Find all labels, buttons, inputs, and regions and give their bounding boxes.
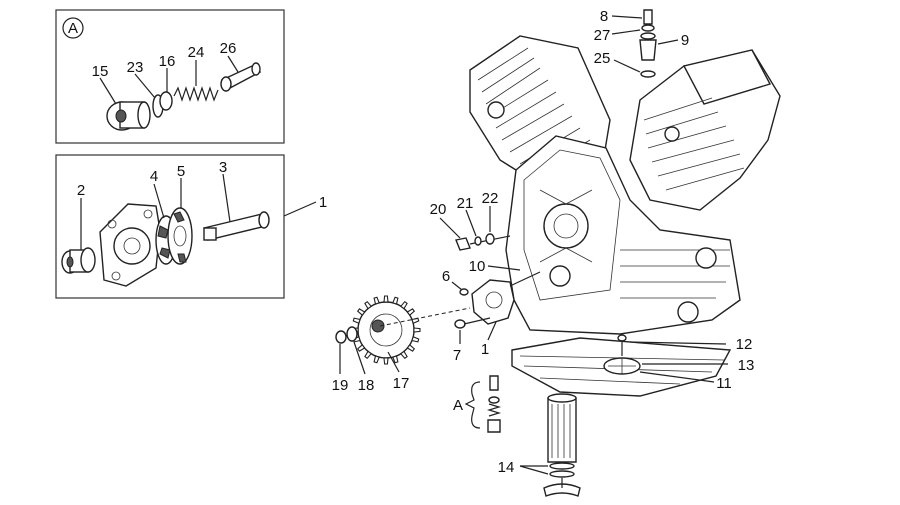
label-a-main: A xyxy=(453,397,463,414)
label-24: 24 xyxy=(188,44,205,61)
label-9: 9 xyxy=(681,32,689,49)
inset-a-badge xyxy=(62,17,84,39)
label-11: 11 xyxy=(716,375,732,392)
sump-parts-12-13 xyxy=(617,334,627,356)
drain-plug-set-a xyxy=(486,375,502,433)
gear-tooth xyxy=(373,355,380,364)
label-14: 14 xyxy=(498,459,515,476)
gear-tooth xyxy=(399,300,408,310)
gear-tooth xyxy=(356,343,366,352)
label-1-main: 1 xyxy=(481,341,489,358)
label-22: 22 xyxy=(482,190,499,207)
rotor-5 xyxy=(167,207,193,265)
plug-15 xyxy=(106,101,151,131)
label-19: 19 xyxy=(332,377,349,394)
gear-tooth xyxy=(399,350,408,360)
label-15: 15 xyxy=(92,63,109,80)
label-26: 26 xyxy=(220,40,237,57)
label-12: 12 xyxy=(736,336,753,353)
label-27: 27 xyxy=(594,27,611,44)
gear-tooth xyxy=(356,308,366,317)
inset-a-box: A 15 23 16 24 26 xyxy=(55,9,285,144)
ball-16 xyxy=(159,91,173,111)
label-4: 4 xyxy=(150,168,158,185)
gear-tooth xyxy=(413,327,421,333)
inset-pump-box: 2 4 5 3 xyxy=(55,154,285,299)
gear-tooth xyxy=(406,308,416,317)
label-20: 20 xyxy=(430,201,447,218)
label-10: 10 xyxy=(469,258,486,275)
screw-7 xyxy=(454,317,491,329)
gear-tooth xyxy=(406,343,416,352)
label-21: 21 xyxy=(457,195,474,212)
label-17: 17 xyxy=(393,375,410,392)
label-13: 13 xyxy=(738,357,755,374)
label-2: 2 xyxy=(77,182,85,199)
label-23: 23 xyxy=(127,59,144,76)
crankcase xyxy=(505,135,741,335)
screw-set-20-22 xyxy=(455,233,511,251)
gear-tooth xyxy=(383,357,389,365)
gear-tooth xyxy=(373,296,380,305)
shaft-3 xyxy=(203,211,270,241)
nut-19 xyxy=(335,330,347,344)
spring-24 xyxy=(173,86,219,102)
label-25: 25 xyxy=(594,50,611,67)
gear-tooth xyxy=(392,296,399,305)
gear-17 xyxy=(351,295,421,365)
label-6: 6 xyxy=(442,268,450,285)
pump-body xyxy=(99,203,161,287)
label-16: 16 xyxy=(159,53,176,70)
label-7: 7 xyxy=(453,347,461,364)
label-18: 18 xyxy=(358,377,375,394)
gear-tooth xyxy=(364,300,373,310)
valve-pin-26 xyxy=(220,62,262,92)
label-1-inset: 1 xyxy=(319,194,327,211)
gear-tooth xyxy=(364,350,373,360)
gear-tooth xyxy=(411,336,420,343)
right-cylinder xyxy=(629,49,781,211)
oil-filter-14 xyxy=(543,393,581,497)
oil-sump xyxy=(511,337,732,397)
sensor-stack xyxy=(639,9,657,78)
inset-a-badge-label: A xyxy=(68,20,78,37)
nut-2 xyxy=(61,247,96,274)
pin-6 xyxy=(459,288,469,296)
washer-18 xyxy=(346,326,358,342)
oil-pump-installed xyxy=(471,271,541,325)
engine-assembly xyxy=(469,35,781,397)
label-3: 3 xyxy=(219,159,227,176)
gear-tooth xyxy=(352,317,361,324)
gear-tooth xyxy=(383,295,389,303)
gear-tooth xyxy=(392,355,399,364)
label-8: 8 xyxy=(600,8,608,25)
pointer-1-line xyxy=(283,201,317,217)
label-5: 5 xyxy=(177,163,185,180)
